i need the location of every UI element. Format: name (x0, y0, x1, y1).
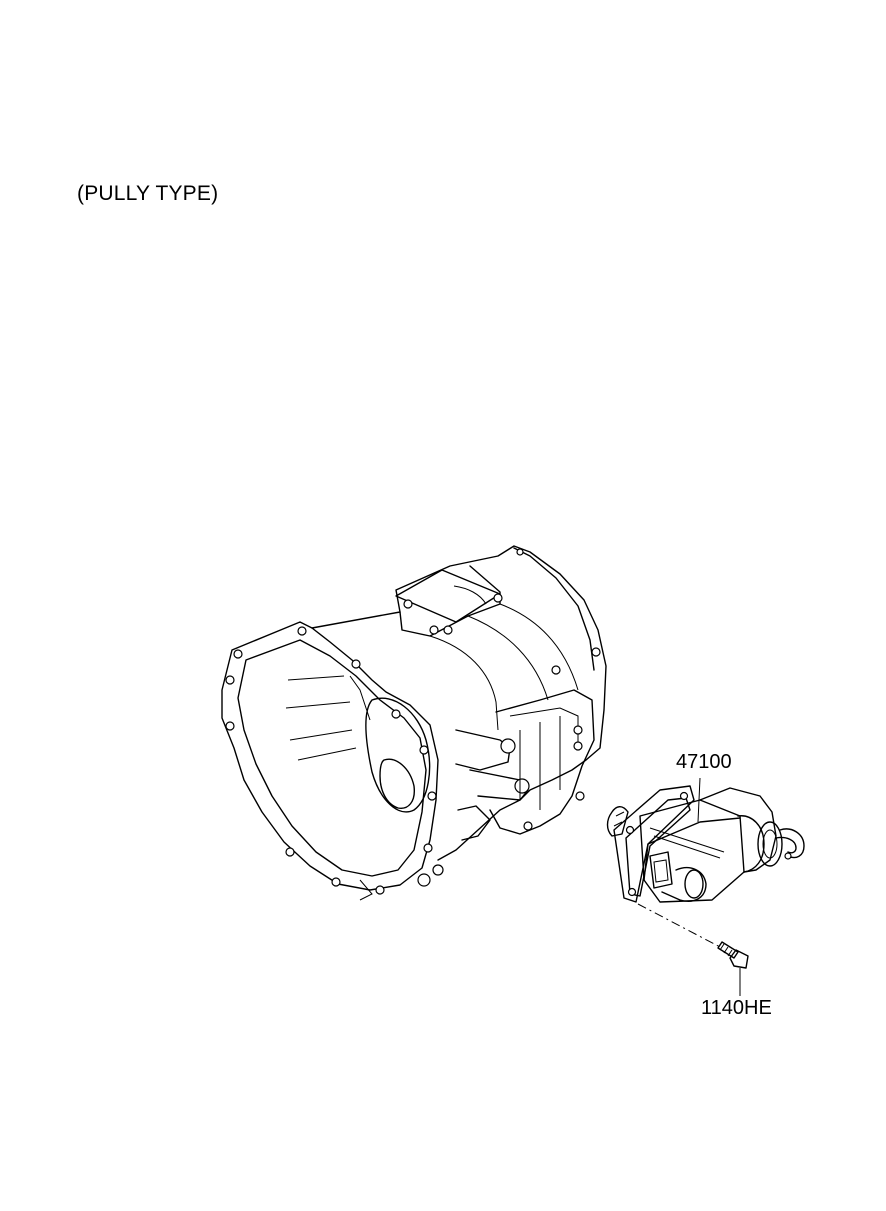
actuator-part-47100 (606, 777, 805, 903)
part-number-47100: 47100 (676, 751, 732, 773)
bolt-part-1140he (637, 903, 749, 996)
transmission-case (221, 545, 607, 901)
part-number-1140he: 1140HE (701, 997, 772, 1019)
diagram-caption: (PULLY TYPE) (77, 182, 219, 205)
